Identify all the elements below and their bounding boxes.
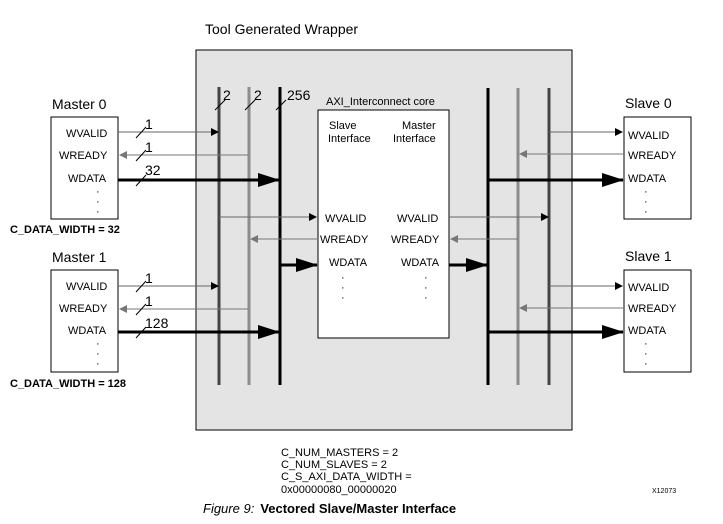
vector-width-wready: 2 bbox=[254, 87, 262, 103]
slave-1-wready: WREADY bbox=[628, 303, 677, 315]
svg-text:·: · bbox=[644, 196, 648, 208]
caption-prefix: Figure 9: bbox=[203, 501, 255, 516]
master-0-box bbox=[50, 116, 119, 220]
m1-slash-wdata bbox=[135, 326, 147, 339]
slave-0-dots: · · · bbox=[644, 186, 648, 218]
core-slave-wdata: WDATA bbox=[329, 257, 368, 269]
slave-1-wvalid: WVALID bbox=[628, 282, 669, 294]
slave-1-wdata: WDATA bbox=[628, 325, 667, 337]
svg-text:·: · bbox=[644, 186, 648, 198]
m1-slash-wready bbox=[135, 303, 147, 316]
core-title: AXI_Interconnect core bbox=[326, 96, 435, 108]
core-master-dots: · · · bbox=[424, 272, 428, 304]
svg-text:·: · bbox=[644, 338, 648, 350]
m0-slash-wdata bbox=[135, 174, 147, 187]
svg-text:·: · bbox=[96, 348, 100, 360]
master-1-wvalid: WVALID bbox=[66, 281, 107, 293]
core-master-wvalid: WVALID bbox=[397, 213, 438, 225]
vector-slash-2 bbox=[244, 99, 256, 111]
svg-text:·: · bbox=[96, 186, 100, 198]
m1-width-wvalid: 1 bbox=[145, 270, 153, 286]
svg-text:·: · bbox=[341, 282, 345, 294]
core-master-interface-label-2: Interface bbox=[393, 133, 436, 145]
slave-1-box bbox=[623, 269, 692, 373]
slave-0-name: Slave 0 bbox=[625, 95, 672, 111]
vector-slash-1 bbox=[214, 99, 226, 111]
master-0-name: Master 0 bbox=[52, 96, 107, 112]
core-master-interface-label-1: Master bbox=[402, 120, 436, 132]
svg-text:·: · bbox=[341, 272, 345, 284]
figure-caption: Figure 9: Vectored Slave/Master Interface bbox=[203, 501, 456, 516]
core-slave-wready: WREADY bbox=[320, 234, 369, 246]
core-master-wdata: WDATA bbox=[401, 257, 440, 269]
svg-text:·: · bbox=[424, 272, 428, 284]
svg-text:·: · bbox=[424, 292, 428, 304]
master-0-dots: · · · bbox=[96, 186, 100, 218]
vector-slash-3 bbox=[275, 99, 287, 111]
config-line-2: C_NUM_SLAVES = 2 bbox=[281, 459, 387, 471]
slave-0-wvalid: WVALID bbox=[628, 130, 669, 142]
master-1-wdata: WDATA bbox=[68, 325, 107, 337]
master-1-name: Master 1 bbox=[52, 249, 107, 265]
master-1-wready: WREADY bbox=[59, 303, 108, 315]
master-0-wvalid: WVALID bbox=[66, 128, 107, 140]
master-1-box bbox=[50, 269, 119, 373]
core-slave-wvalid: WVALID bbox=[325, 213, 366, 225]
master-1-data-width: C_DATA_WIDTH = 128 bbox=[10, 378, 126, 390]
m1-width-wdata: 128 bbox=[145, 315, 169, 331]
svg-text:·: · bbox=[424, 282, 428, 294]
svg-text:·: · bbox=[644, 206, 648, 218]
m1-slash-wvalid bbox=[135, 280, 147, 293]
m0-width-wvalid: 1 bbox=[145, 116, 153, 132]
m0-slash-wvalid bbox=[135, 126, 147, 139]
svg-text:·: · bbox=[96, 358, 100, 370]
slave-0-wdata: WDATA bbox=[628, 173, 667, 185]
slave-0-wready: WREADY bbox=[628, 150, 677, 162]
master-0-wready: WREADY bbox=[59, 150, 108, 162]
master-0-data-width: C_DATA_WIDTH = 32 bbox=[10, 224, 120, 236]
core-master-wready: WREADY bbox=[391, 234, 440, 246]
svg-text:·: · bbox=[341, 292, 345, 304]
vector-width-wvalid: 2 bbox=[223, 87, 231, 103]
master-1-dots: · · · bbox=[96, 338, 100, 370]
interconnect-core-box bbox=[317, 109, 450, 339]
core-slave-dots: · · · bbox=[341, 272, 345, 304]
svg-text:·: · bbox=[644, 348, 648, 360]
slave-1-dots: · · · bbox=[644, 338, 648, 370]
m0-width-wdata: 32 bbox=[145, 162, 161, 178]
config-line-1: C_NUM_MASTERS = 2 bbox=[281, 447, 398, 459]
m0-width-wready: 1 bbox=[145, 139, 153, 155]
svg-text:·: · bbox=[96, 206, 100, 218]
core-slave-interface-label-2: Interface bbox=[328, 133, 371, 145]
master-0-wdata: WDATA bbox=[68, 173, 107, 185]
figure-code: X12073 bbox=[652, 488, 676, 495]
slave-0-box bbox=[623, 116, 692, 220]
caption-title: Vectored Slave/Master Interface bbox=[260, 501, 456, 516]
vector-width-wdata: 256 bbox=[287, 87, 311, 103]
m1-width-wready: 1 bbox=[145, 293, 153, 309]
wrapper-title: Tool Generated Wrapper bbox=[205, 21, 358, 37]
svg-text:·: · bbox=[96, 338, 100, 350]
slave-1-name: Slave 1 bbox=[625, 248, 672, 264]
svg-text:·: · bbox=[644, 358, 648, 370]
m0-slash-wready bbox=[135, 149, 147, 162]
core-slave-interface-label-1: Slave bbox=[329, 120, 357, 132]
config-line-3: C_S_AXI_DATA_WIDTH = bbox=[281, 471, 412, 483]
svg-text:·: · bbox=[96, 196, 100, 208]
config-line-4: 0x00000080_00000020 bbox=[281, 484, 397, 496]
